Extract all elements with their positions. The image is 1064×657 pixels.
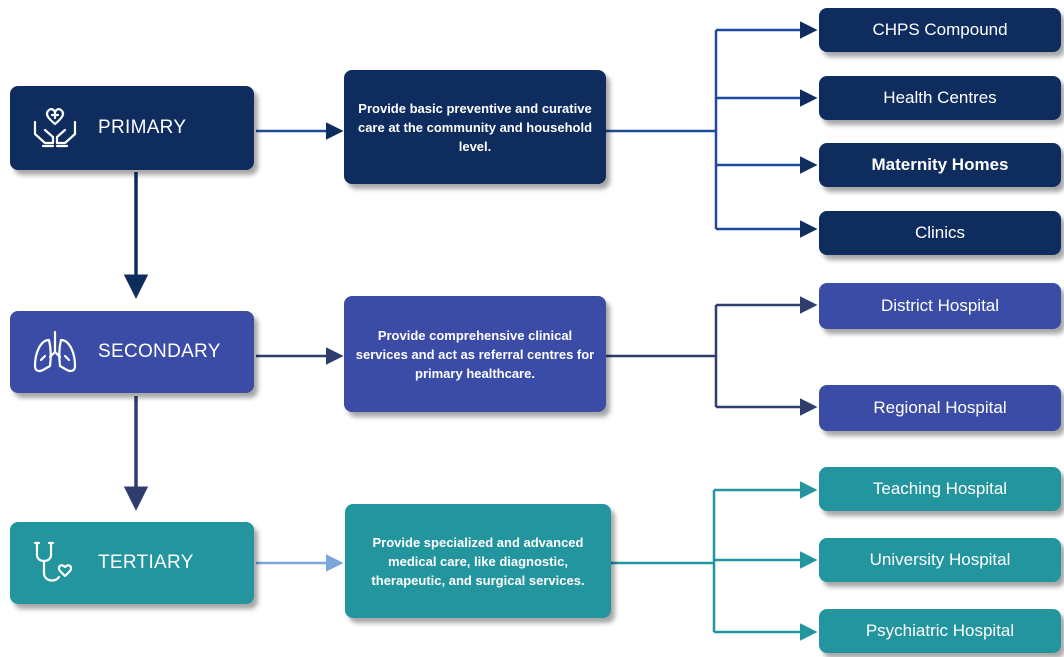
primary-description-box: Provide basic preventive and curative ca… (344, 70, 606, 184)
secondary-description: Provide comprehensive clinical services … (355, 327, 595, 381)
facility-regional-hospital: Regional Hospital (819, 385, 1061, 431)
primary-description: Provide basic preventive and curative ca… (357, 100, 593, 154)
facility-district-hospital: District Hospital (819, 283, 1061, 329)
lungs-icon (24, 321, 86, 383)
facility-teaching-hospital: Teaching Hospital (819, 467, 1061, 511)
facility-maternity-homes: Maternity Homes (819, 143, 1061, 187)
facility-clinics: Clinics (819, 211, 1061, 255)
primary-level-box: PRIMARY (10, 86, 254, 170)
facility-chps-compound: CHPS Compound (819, 8, 1061, 52)
primary-branch (606, 21, 818, 238)
tertiary-description-box: Provide specialized and advanced medical… (345, 504, 611, 618)
tertiary-level-box: TERTIARY (10, 522, 254, 604)
facility-university-hospital: University Hospital (819, 538, 1061, 582)
tertiary-description: Provide specialized and advanced medical… (371, 534, 585, 588)
facility-health-centres: Health Centres (819, 76, 1061, 120)
hands-heart-icon (24, 97, 86, 159)
facility-psychiatric-hospital: Psychiatric Hospital (819, 609, 1061, 653)
level-name: PRIMARY (98, 117, 187, 138)
level-name: SECONDARY (98, 341, 221, 362)
secondary-branch (606, 296, 818, 416)
level-name: TERTIARY (98, 552, 194, 573)
tertiary-branch (611, 481, 818, 641)
secondary-level-box: SECONDARY (10, 311, 254, 393)
stethoscope-heart-icon (24, 532, 86, 594)
secondary-description-box: Provide comprehensive clinical services … (344, 296, 606, 412)
